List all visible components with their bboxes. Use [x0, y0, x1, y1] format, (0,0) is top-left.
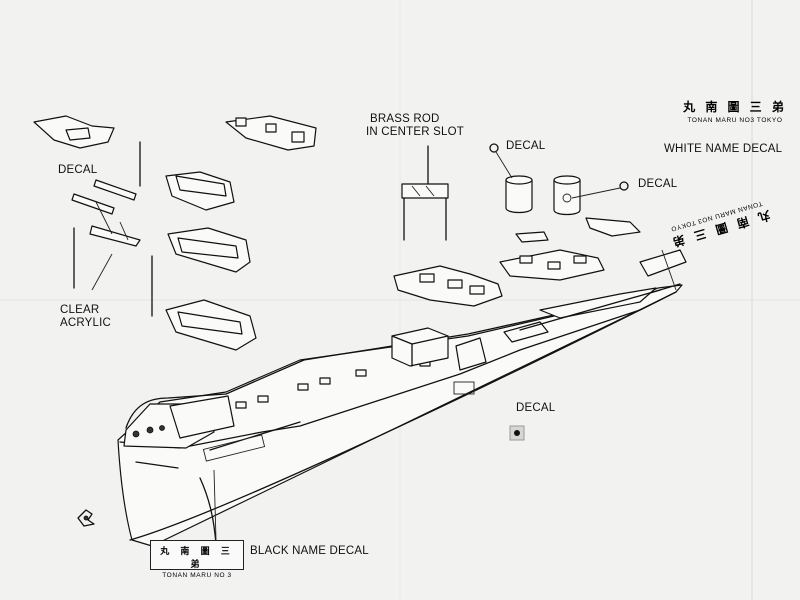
decal-mid-label: DECAL — [516, 402, 556, 414]
decal-top-label: DECAL — [506, 140, 546, 152]
clear-label: CLEAR — [60, 304, 100, 316]
decal-mid-marker — [453, 381, 525, 441]
decal-left-label: DECAL — [58, 164, 98, 176]
cylinders — [489, 143, 629, 216]
white-decal-roman: TONAN MARU NO3 TOKYO — [687, 117, 783, 124]
black-name-decal-sample: 丸 南 圖 三 弟 TONAN MARU NO 3 — [150, 540, 244, 579]
black-name-decal-label: BLACK NAME DECAL — [250, 545, 369, 557]
acrylic-label: ACRYLIC — [60, 317, 112, 329]
stern-parts — [393, 217, 687, 307]
white-name-decal-label: WHITE NAME DECAL — [664, 143, 783, 155]
white-decal-kanji: 丸 南 圖 三 弟 — [683, 100, 787, 114]
black-decal-leader — [213, 469, 217, 541]
bridge-parts — [33, 115, 317, 351]
brass-rod-label: BRASS ROD — [370, 113, 440, 125]
kingposts — [401, 145, 449, 241]
center-slot-label: IN CENTER SLOT — [366, 126, 465, 138]
black-decal-kanji: 丸 南 圖 三 弟 — [160, 547, 234, 570]
black-decal-roman: TONAN MARU NO 3 — [162, 572, 232, 579]
mirror-decal-leader — [661, 249, 677, 291]
anchor — [77, 509, 95, 527]
hull — [117, 283, 683, 547]
white-name-decal-sample: 丸 南 圖 三 弟 TONAN MARU NO3 TOKYO — [680, 98, 790, 124]
decal-right-label: DECAL — [638, 178, 678, 190]
